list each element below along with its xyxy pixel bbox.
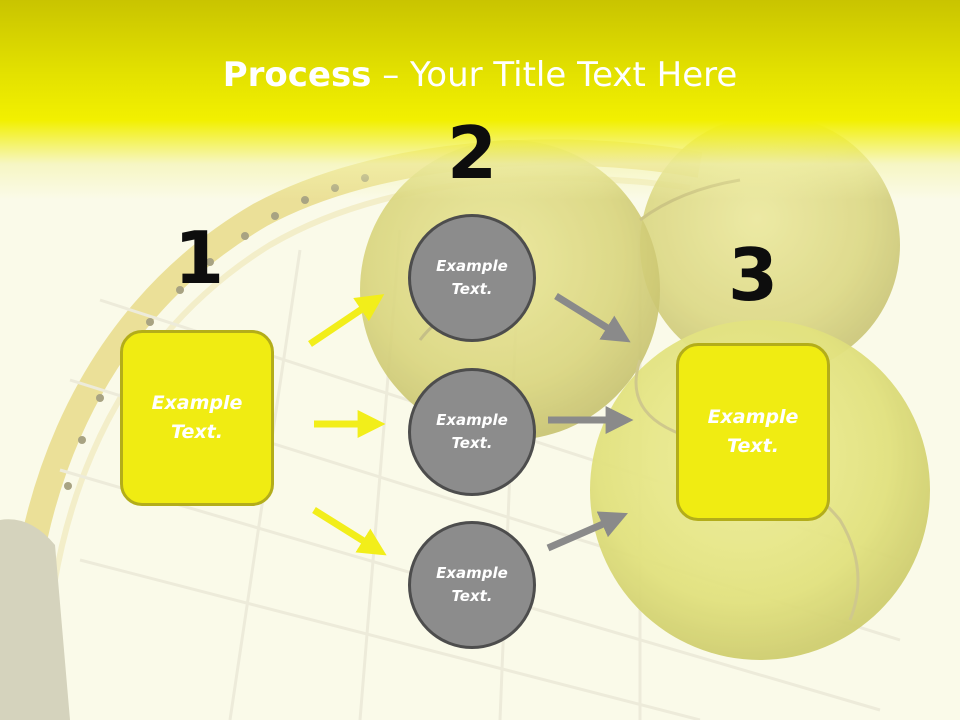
middle-circle-1: Example Text. — [408, 214, 536, 342]
step-1-box-text: Example Text. — [151, 392, 243, 443]
middle-circle-3-text: Example Text. — [436, 564, 508, 605]
arrow-circle1-to-box3 — [554, 293, 631, 343]
arrow-box1-to-circle1 — [308, 294, 385, 347]
middle-circle-2-text: Example Text. — [436, 411, 508, 452]
title-rest: – Your Title Text Here — [371, 55, 738, 95]
middle-circle-2: Example Text. — [408, 368, 536, 496]
middle-circle-1-text: Example Text. — [436, 257, 508, 298]
step-1-box: Example Text. — [120, 330, 274, 506]
header-band — [0, 0, 960, 200]
step-3-box-text: Example Text. — [707, 406, 799, 457]
title-bold: Process — [222, 55, 372, 95]
step-number-1: 1 — [173, 216, 225, 300]
step-number-3: 3 — [727, 233, 779, 317]
slide-title: Process – Your Title Text Here — [0, 52, 960, 98]
step-number-2: 2 — [446, 111, 498, 195]
middle-circle-3: Example Text. — [408, 521, 536, 649]
arrow-box1-to-circle3 — [312, 507, 387, 556]
step-3-box: Example Text. — [676, 343, 830, 521]
arrow-circle3-to-box3 — [546, 511, 628, 552]
